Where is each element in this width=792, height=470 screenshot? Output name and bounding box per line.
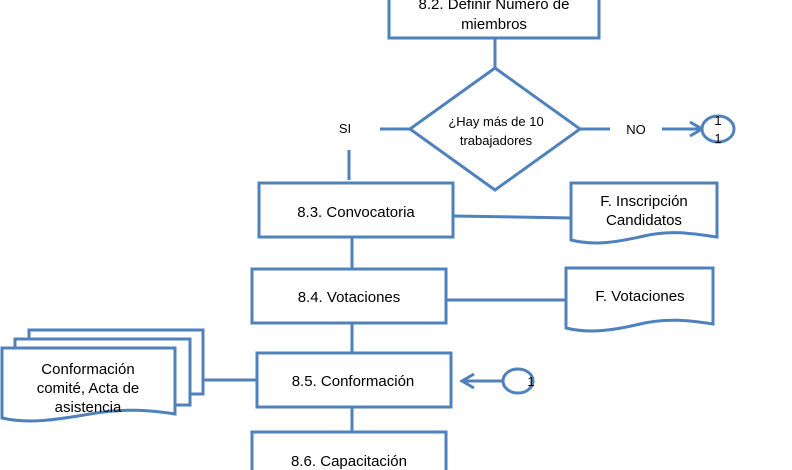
step-label: 8.3. Convocatoria — [297, 204, 415, 221]
off-page-connector-in: 1 — [501, 367, 535, 395]
document-label: comité, Acta de — [37, 380, 140, 397]
document-label: F. Votaciones — [595, 288, 684, 305]
document-inscripcion-candidatos: F. Inscripción Candidatos — [569, 181, 719, 245]
document-label: Candidatos — [606, 212, 682, 229]
arrow-right-icon — [662, 120, 705, 138]
step-label: 8.4. Votaciones — [298, 289, 401, 306]
decision-label: ¿Hay más de 10 — [448, 114, 543, 129]
multi-document-conformacion-comite: Conformación comité, Acta de asistencia — [0, 328, 205, 423]
process-step-8-2: 8.2. Definir Número de miembros — [387, 0, 601, 40]
yes-label: SI — [339, 121, 351, 136]
arrow-left-icon — [459, 372, 503, 390]
no-label: NO — [626, 122, 646, 137]
connector-number: 1 — [714, 113, 721, 128]
connector-number: 1 — [714, 131, 721, 146]
document-label: F. Inscripción — [600, 193, 688, 210]
process-step-8-6: 8.6. Capacitación — [250, 430, 448, 470]
connector-number: 1 — [527, 374, 534, 389]
decision-diamond: ¿Hay más de 10 trabajadores — [407, 66, 583, 192]
process-step-8-3: 8.3. Convocatoria — [257, 181, 455, 239]
document-votaciones: F. Votaciones — [564, 266, 715, 333]
connector-line — [452, 214, 574, 220]
process-step-8-5: 8.5. Conformación — [255, 351, 453, 409]
step-label: 8.5. Conformación — [292, 373, 415, 390]
off-page-connector-out: 1 1 — [700, 113, 736, 146]
step-label: 8.6. Capacitación — [291, 453, 407, 470]
process-step-8-4: 8.4. Votaciones — [250, 267, 448, 325]
decision-label: trabajadores — [460, 133, 533, 148]
document-label: Conformación — [41, 361, 134, 378]
step-label: miembros — [461, 16, 527, 33]
step-label: 8.2. Definir Número de — [419, 0, 570, 13]
document-label: asistencia — [55, 399, 122, 416]
